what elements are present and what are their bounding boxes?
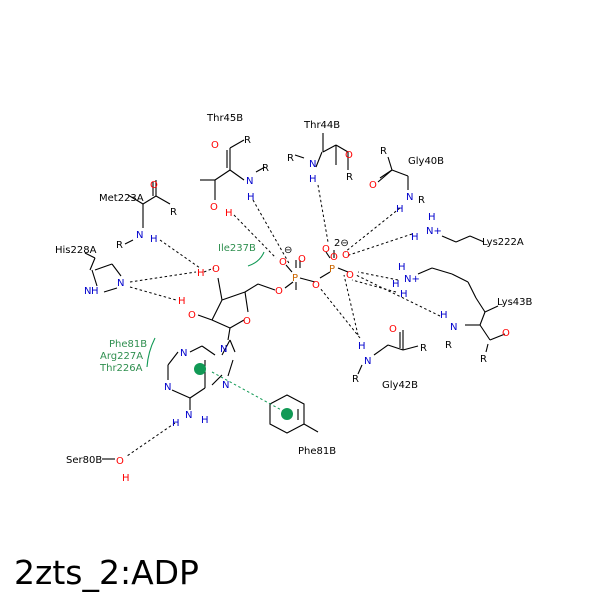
atom-O-bridge-5: O xyxy=(275,286,283,297)
atom-O-bridge-ab: O xyxy=(312,280,320,291)
atom-N-met223a: N xyxy=(136,230,143,241)
residue-label-lys222a: Lys222A xyxy=(482,237,524,248)
atom-H-gly42b: H xyxy=(358,341,366,352)
atom-R-met223a-n: R xyxy=(116,240,123,251)
atom-R-thr44b-n: R xyxy=(287,153,294,164)
atom-Nplus-lys222a: N+ xyxy=(426,226,442,237)
atom-N-gly42b: N xyxy=(364,356,371,367)
atom-R-met223a: R xyxy=(170,207,177,218)
atom-O-ribose-o3: O xyxy=(212,264,220,275)
atom-H-lys222a-2: H xyxy=(411,232,419,243)
atom-H-ribose-o2: H xyxy=(178,296,186,307)
atom-R-lys43b: R xyxy=(480,354,487,365)
atom-O-beta-2: O xyxy=(342,250,350,261)
atom-N-gly40b: N xyxy=(406,192,413,203)
atom-O-thr44b: O xyxy=(345,150,353,161)
atom-H-lys43b-3: H xyxy=(400,289,408,300)
hydrophobic-labels: Ile237B Phe81B Arg227A Thr226A xyxy=(99,243,256,374)
hydrophobic-label-phe81b: Phe81B xyxy=(109,339,147,350)
atom-H-lys43b-n: H xyxy=(440,310,448,321)
atom-N6-adenine: N xyxy=(185,410,192,421)
atom-N-his228a: N xyxy=(117,278,124,289)
atom-O-thr45b-og: O xyxy=(210,202,218,213)
hydrophobic-label-arg227a: Arg227A xyxy=(100,351,143,362)
atom-labels: R O N R H O H R N H O R R O N R H O R N … xyxy=(84,135,510,484)
atom-N1-adenine: N xyxy=(180,348,187,359)
hydrophobic-label-thr226a: Thr226A xyxy=(99,363,143,374)
atom-P-beta: P xyxy=(329,264,335,275)
atom-O-ser80b: O xyxy=(116,456,124,467)
atom-H-adenine-n6-1: H xyxy=(172,418,180,429)
atom-R-gly42b: R xyxy=(420,343,427,354)
diagram-title: 2zts_2:ADP xyxy=(14,553,199,592)
hydrogen-bonds xyxy=(126,184,441,457)
atom-H-his228a: H xyxy=(91,286,99,297)
atom-N9-adenine: N xyxy=(220,344,227,355)
hydrophobic-arc-ile237b xyxy=(247,251,265,267)
atom-O-gly40b: O xyxy=(369,180,377,191)
residue-label-phe81b: Phe81B xyxy=(298,446,336,457)
residue-label-gly42b: Gly42B xyxy=(382,380,418,391)
charge-beta: 2⊖ xyxy=(334,238,349,249)
atom-N3-adenine: N xyxy=(164,382,171,393)
residue-label-met223a: Met223A xyxy=(99,193,144,204)
atom-O-ribose-ring: O xyxy=(243,316,251,327)
pi-centroid-adenine xyxy=(194,363,206,375)
atom-O-lys43b: O xyxy=(502,328,510,339)
atom-N-thr44b: N xyxy=(309,159,316,170)
atom-O-alpha-2: O xyxy=(298,254,306,265)
hydrophobic-label-ile237b: Ile237B xyxy=(218,243,256,254)
residue-label-thr45b: Thr45B xyxy=(206,113,243,124)
atom-O-beta-3: O xyxy=(346,270,354,281)
atom-H-thr44b: H xyxy=(309,174,317,185)
atom-H-ser80b: H xyxy=(122,473,130,484)
residue-label-thr44b: Thr44B xyxy=(303,120,340,131)
charge-alpha: ⊖ xyxy=(284,245,292,256)
atom-H-ribose-o3: H xyxy=(197,268,205,279)
atom-H-lys222a-1: H xyxy=(428,212,436,223)
residue-label-ser80b: Ser80B xyxy=(66,455,102,466)
atom-R-thr45b: R xyxy=(244,135,251,146)
atom-N-his228a-nh: N xyxy=(84,286,91,297)
covalent-bonds xyxy=(84,133,506,460)
atom-O-thr45b-carbonyl: O xyxy=(211,140,219,151)
atom-R-gly40b: R xyxy=(380,146,387,157)
atom-N-lys43b: N xyxy=(450,322,457,333)
atom-H-adenine-n6-2: H xyxy=(201,415,209,426)
hydrophobic-arc-phe81b-group xyxy=(146,337,156,368)
atom-R-thr44b: R xyxy=(346,172,353,183)
atom-N7-adenine: N xyxy=(222,380,229,391)
atom-O-beta-1: O xyxy=(322,244,330,255)
atom-N-thr45b: N xyxy=(246,176,253,187)
atom-R-lys43b-n: R xyxy=(445,340,452,351)
atom-O-ribose-o2: O xyxy=(188,310,196,321)
atom-Nplus-lys43b: N+ xyxy=(404,274,420,285)
atom-H-thr45b-n: H xyxy=(247,192,255,203)
pi-stack-line xyxy=(211,371,286,413)
atom-O-met223a: O xyxy=(150,180,158,191)
atom-H-gly40b: H xyxy=(396,204,404,215)
atom-O-alpha-1: O xyxy=(279,257,287,268)
pi-centroid-phe81b xyxy=(281,408,293,420)
atom-H-met223a: H xyxy=(150,234,158,245)
pi-stacking xyxy=(194,363,293,420)
residue-labels: Thr45B Thr44B Gly40B Met223A His228A Lys… xyxy=(55,113,533,466)
atom-P-alpha: P xyxy=(292,273,298,284)
atom-R-gly40b-n: R xyxy=(418,195,425,206)
atom-H-lys43b-2: H xyxy=(392,279,400,290)
atom-R-gly42b-n: R xyxy=(352,374,359,385)
atom-O-beta-4: O xyxy=(330,252,338,263)
residue-label-his228a: His228A xyxy=(55,245,97,256)
residue-label-lys43b: Lys43B xyxy=(497,297,533,308)
atom-H-lys43b-1: H xyxy=(398,262,406,273)
atom-H-thr45b-og: H xyxy=(225,208,233,219)
atom-O-gly42b: O xyxy=(389,324,397,335)
residue-label-gly40b: Gly40B xyxy=(408,156,444,167)
atom-R-thr45b-n: R xyxy=(262,163,269,174)
